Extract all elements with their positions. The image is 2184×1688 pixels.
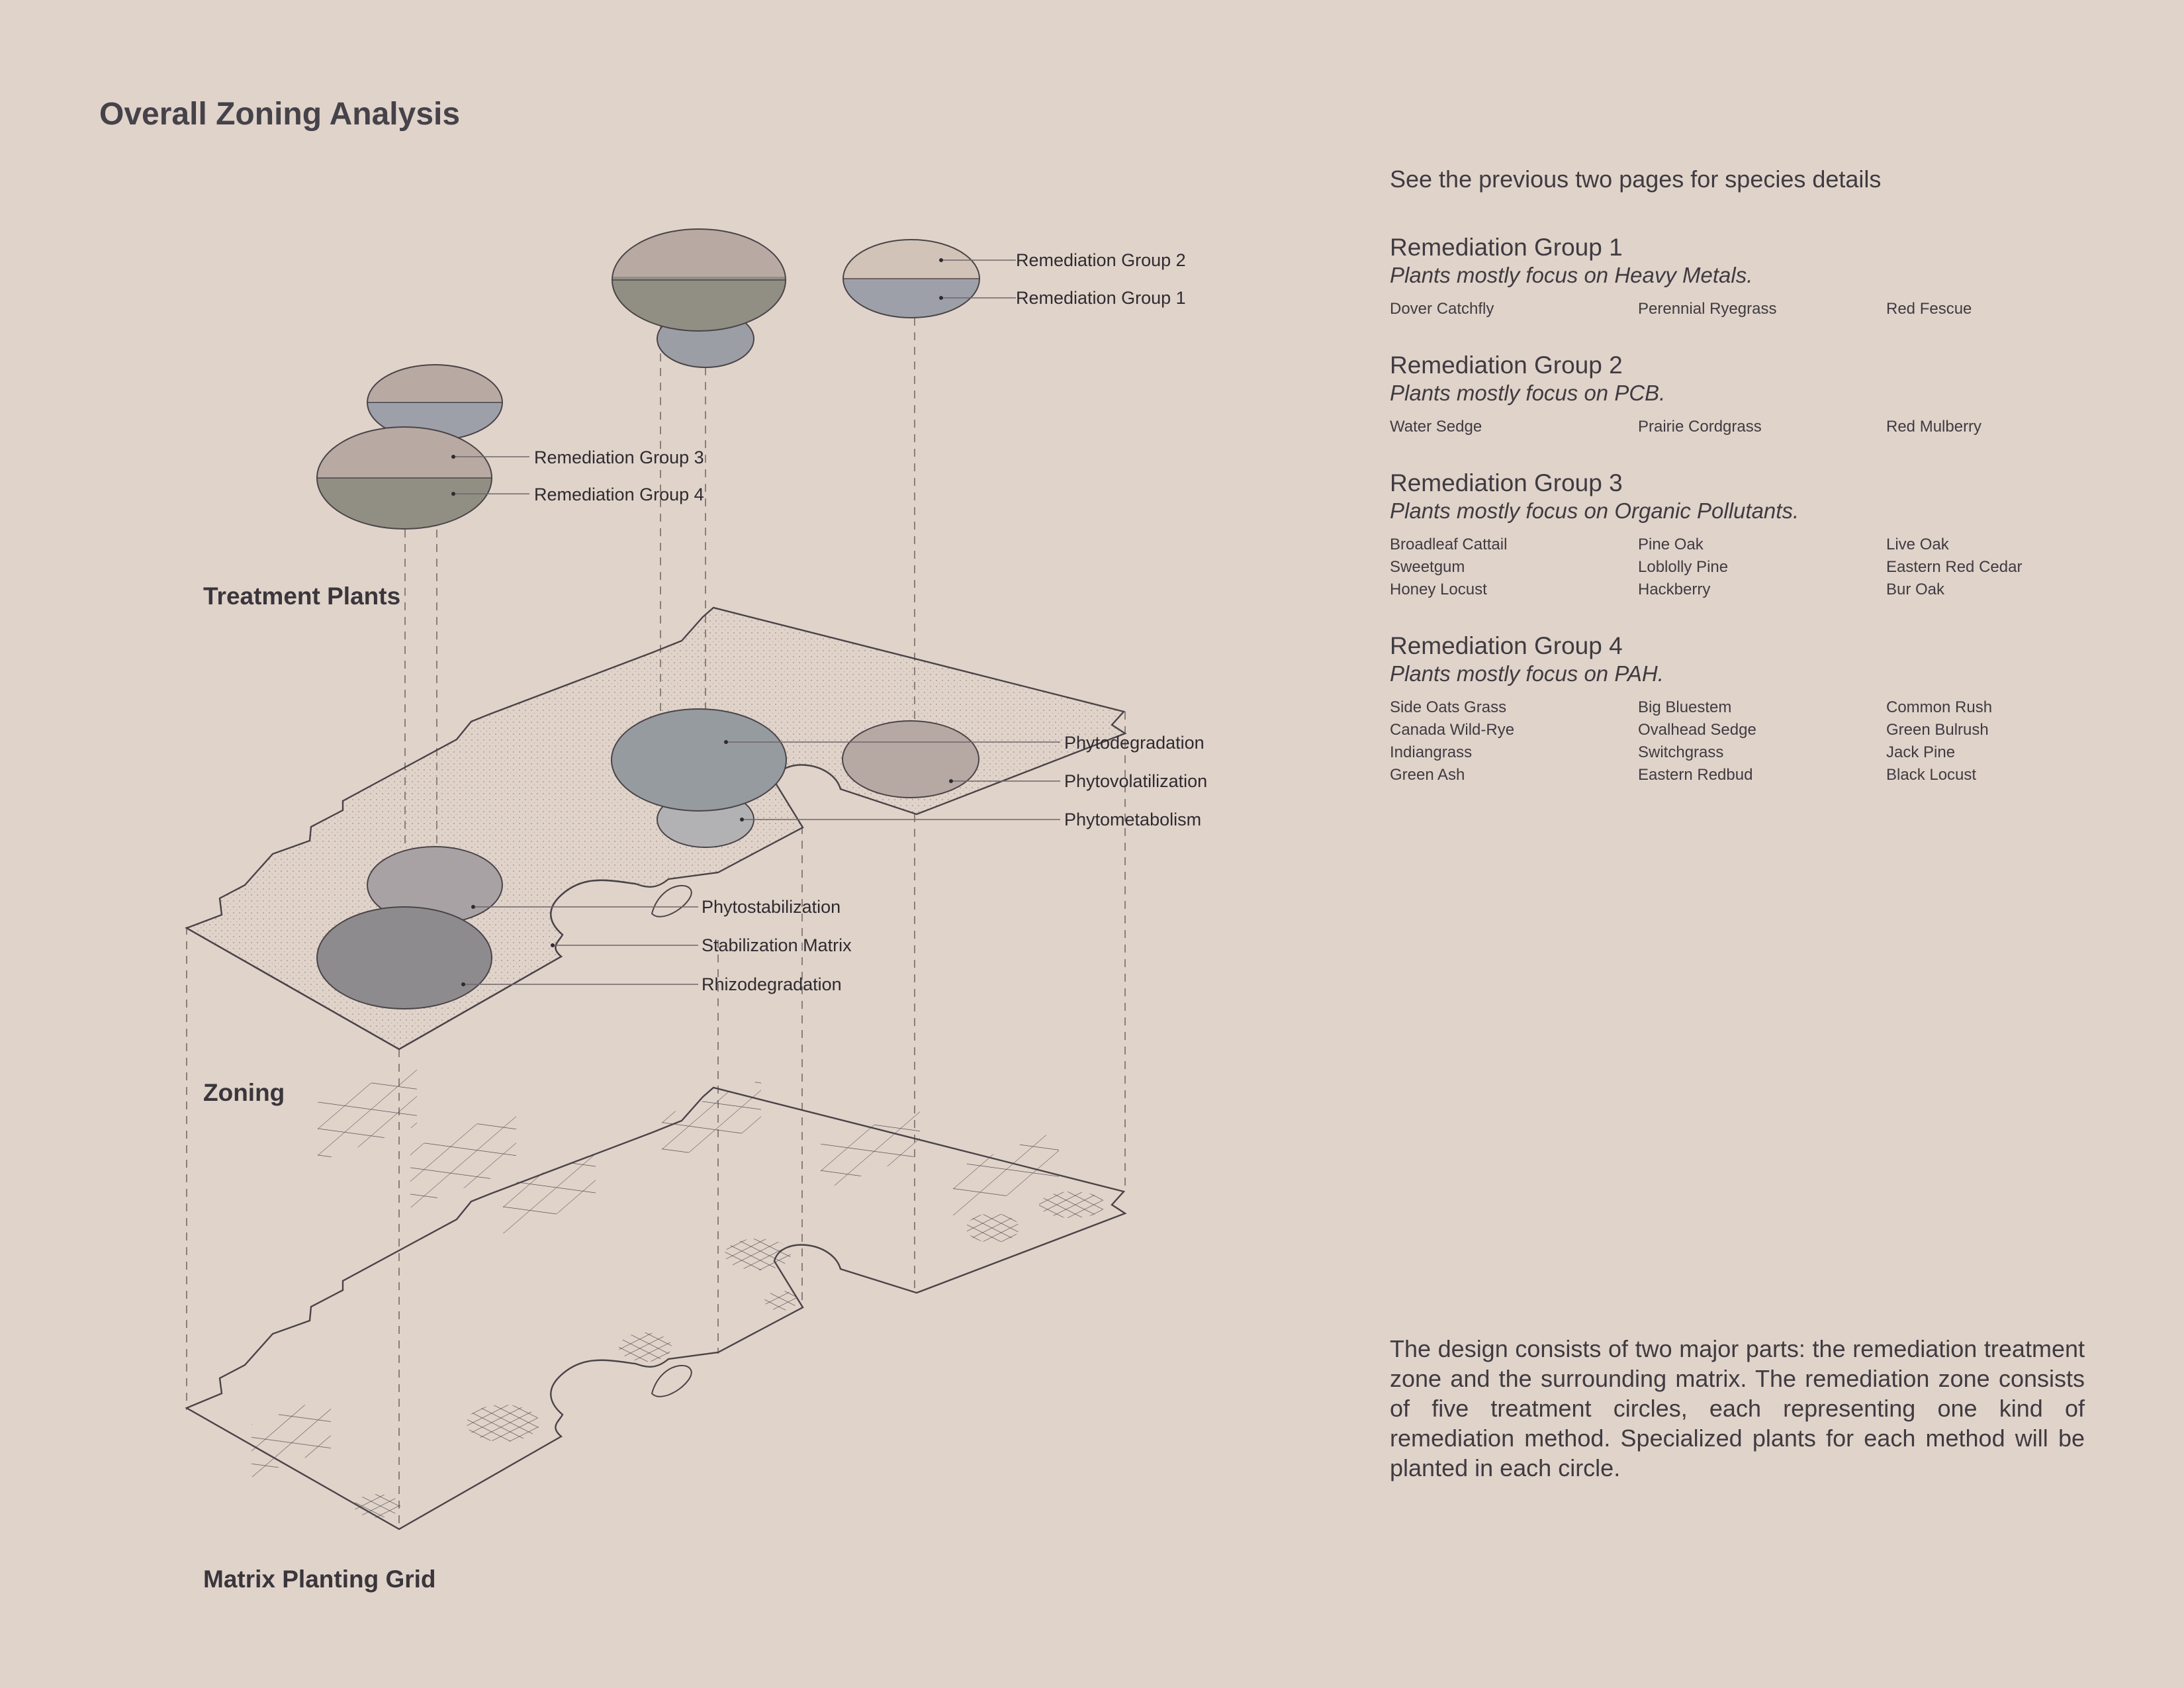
species-item: Canada Wild-Rye <box>1390 721 1515 739</box>
label-group-1: Remediation Group 1 <box>1016 288 1186 308</box>
species-item: Red Fescue <box>1886 300 1972 318</box>
species-item: Ovalhead Sedge <box>1638 721 1756 739</box>
species-item: Common Rush <box>1886 698 1993 716</box>
layer-label-treatment: Treatment Plants <box>203 583 401 610</box>
species-item: Perennial Ryegrass <box>1638 300 1777 318</box>
species-item: Prairie Cordgrass <box>1638 418 1762 436</box>
group-1-2-circle <box>842 239 980 318</box>
species-item: Black Locust <box>1886 766 1977 784</box>
treatment-circles <box>316 228 980 530</box>
species-item: Green Ash <box>1390 766 1465 784</box>
species-panel: See the previous two pages for species d… <box>1390 165 2091 817</box>
species-item: Dover Catchfly <box>1390 300 1494 318</box>
label-group-4: Remediation Group 4 <box>534 485 704 504</box>
page-title: Overall Zoning Analysis <box>99 97 461 132</box>
zoning-circles <box>316 708 979 1009</box>
label-phytostabilization: Phytostabilization <box>702 897 841 917</box>
species-item: Pine Oak <box>1638 536 1704 553</box>
label-phytodegradation: Phytodegradation <box>1064 733 1205 753</box>
group-focus: Plants mostly focus on PCB. <box>1390 381 1666 405</box>
label-stabilization-matrix: Stabilization Matrix <box>702 935 852 955</box>
species-item: Bur Oak <box>1886 581 1945 598</box>
group-focus: Plants mostly focus on PAH. <box>1390 661 1664 686</box>
species-item: Red Mulberry <box>1886 418 1982 436</box>
label-group-2: Remediation Group 2 <box>1016 250 1186 270</box>
layer-label-matrix: Matrix Planting Grid <box>203 1566 436 1593</box>
species-item: Green Bulrush <box>1886 721 1989 739</box>
left-big-circle <box>316 426 492 530</box>
species-item: Side Oats Grass <box>1390 698 1507 716</box>
zoning-site-outline <box>185 606 1127 1051</box>
group-title: Remediation Group 3 <box>1390 469 1623 496</box>
species-item: Jack Pine <box>1886 743 1956 761</box>
intro-text: See the previous two pages for species d… <box>1390 165 1882 193</box>
species-item: Indiangrass <box>1390 743 1473 761</box>
species-item: Eastern Redbud <box>1638 766 1753 784</box>
label-group-3: Remediation Group 3 <box>534 447 704 467</box>
group-focus: Plants mostly focus on Organic Pollutant… <box>1390 498 1799 523</box>
layer-label-zoning: Zoning <box>203 1079 285 1106</box>
species-list: Water Sedge Prairie Cordgrass Red Mulberry <box>1390 416 2091 438</box>
zoning-diagram: Remediation Group 2 Remediation Group 1 … <box>185 228 1207 1530</box>
group-title: Remediation Group 4 <box>1390 632 1623 659</box>
group-title: Remediation Group 1 <box>1390 234 1623 261</box>
label-phytovolatilization: Phytovolatilization <box>1064 771 1207 791</box>
species-item: Big Bluestem <box>1638 698 1732 716</box>
species-item: Sweetgum <box>1390 558 1465 576</box>
species-item: Hackberry <box>1638 581 1711 598</box>
species-item: Eastern Red Cedar <box>1886 558 2023 576</box>
species-item: Loblolly Pine <box>1638 558 1729 576</box>
label-phytometabolism: Phytometabolism <box>1064 810 1201 829</box>
label-rhizodegradation: Rhizodegradation <box>702 974 842 994</box>
group-title: Remediation Group 2 <box>1390 352 1623 379</box>
matrix-grid <box>185 1066 1127 1530</box>
species-item: Switchgrass <box>1638 743 1724 761</box>
species-item: Broadleaf Cattail <box>1390 536 1508 553</box>
group-focus: Plants mostly focus on Heavy Metals. <box>1390 263 1753 287</box>
big-circle-top <box>612 228 786 332</box>
dashed-connectors <box>186 318 1126 1526</box>
species-item: Live Oak <box>1886 536 1949 553</box>
species-item: Honey Locust <box>1390 581 1487 598</box>
species-list: Dover Catchfly Perennial Ryegrass Red Fesc… <box>1390 298 2091 320</box>
design-description: The design consists of two major parts: … <box>1390 1335 2085 1481</box>
species-item: Water Sedge <box>1390 418 1482 436</box>
